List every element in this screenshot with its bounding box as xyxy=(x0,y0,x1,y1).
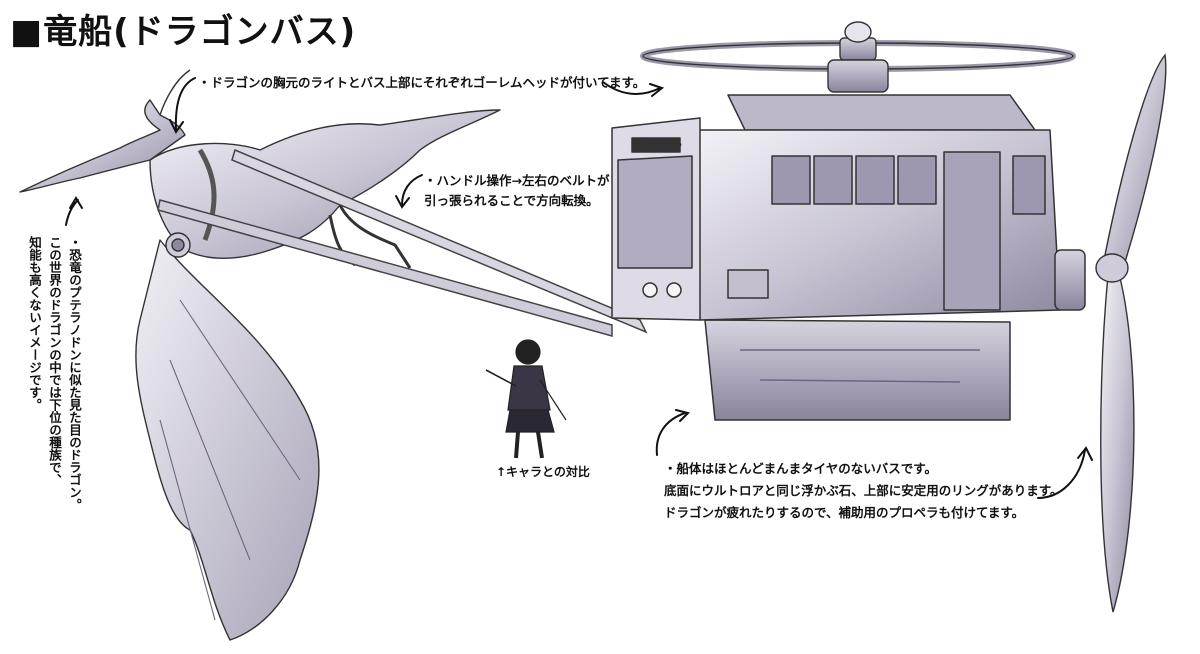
dragon-note-line-1: ・恐竜のプテラノドンに似た見た目のドラゴン。 xyxy=(67,236,82,511)
dragon-illustration xyxy=(19,69,501,641)
dragon-description-note: ・恐竜のプテラノドンに似た見た目のドラゴン。 この世界のドラゴンの中では下位の種… xyxy=(24,236,84,536)
bus-underbody xyxy=(704,319,1011,421)
bus-destination-sign: C ｜ﾃﾞﾄﾛﾞﾝ xyxy=(636,141,682,152)
character-illustration xyxy=(485,339,567,459)
bus-illustration: C ｜ﾃﾞﾄﾛﾞﾝ xyxy=(611,94,1086,421)
page-title: ■竜船(ドラゴンバス) xyxy=(10,12,357,52)
curved-arrow-icon xyxy=(65,77,1093,499)
bus-note-line-2: 底面にウルトロアと同じ浮かぶ石、上部に安定用のリングがあります。 xyxy=(664,483,1063,498)
dragon-wing xyxy=(135,239,320,641)
propeller-illustration xyxy=(1095,53,1167,613)
dragon-note-line-2: この世界のドラゴンの中では下位の種族で、 xyxy=(47,236,62,486)
dragon-note-line-3: 知能も高くないイメージです。 xyxy=(27,236,42,411)
reins xyxy=(157,148,648,337)
handle-note-line-2: 引っ張られることで方向転換。 xyxy=(424,193,599,208)
handle-note-line-1: ・ハンドル操作→左右のベルトが xyxy=(424,173,610,188)
top-rotor xyxy=(640,21,1076,93)
bus-note-line-1: ・船体はほとんどまんまタイヤのないバスです。 xyxy=(664,461,938,476)
bus-note-line-3: ドラゴンが疲れたりするので、補助用のプロペラも付けてます。 xyxy=(664,505,1025,520)
character-scale-caption: ↑キャラとの対比 xyxy=(496,465,590,479)
golem-heads-note: ・ドラゴンの胸元のライトとバス上部にそれぞれゴーレムヘッドが付いてます。 xyxy=(198,75,646,90)
